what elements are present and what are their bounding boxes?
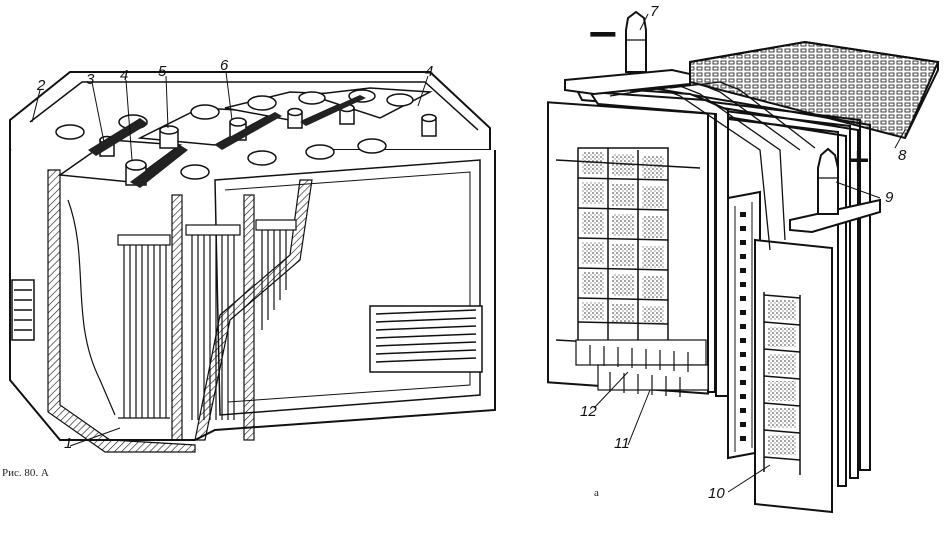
active-mass-negative <box>582 152 664 324</box>
plate-group <box>547 10 940 514</box>
cell-partition-1 <box>171 194 183 441</box>
callout-4-right: 4 <box>425 63 434 80</box>
plate-stack-1 <box>117 234 171 419</box>
leader-lines-right <box>593 13 906 493</box>
callout-7: 7 <box>650 3 659 20</box>
callout-1: 1 <box>64 435 73 452</box>
terminal-posts <box>99 103 437 186</box>
callout-6: 6 <box>220 57 229 74</box>
leader-lines-left <box>31 71 429 447</box>
battery-cutaway <box>9 71 496 453</box>
callout-11: 11 <box>614 435 630 452</box>
separator-edges <box>609 81 816 251</box>
plate-stack-2 <box>185 224 241 420</box>
active-mass-positive <box>768 300 796 455</box>
callout-3: 3 <box>86 71 95 88</box>
callout-5: 5 <box>158 63 167 80</box>
case-wall-section <box>47 169 196 453</box>
part-a-label: а <box>594 487 599 499</box>
cell-partition-2 <box>243 194 255 441</box>
side-grille <box>11 279 35 341</box>
plate-lugs <box>575 339 709 397</box>
plate-stack-3 <box>255 219 297 330</box>
negative-sign: − <box>586 11 620 57</box>
callout-8: 8 <box>898 147 907 164</box>
positive-bridge <box>789 198 881 234</box>
vent-grille <box>369 305 483 373</box>
positive-terminal <box>817 147 839 215</box>
filler-caps <box>55 89 414 180</box>
figure-caption-fragment: Рис. 80. А <box>2 467 49 479</box>
callout-12: 12 <box>580 403 597 420</box>
callout-9: 9 <box>885 189 894 206</box>
callout-10: 10 <box>708 485 725 502</box>
positive-sign: + <box>846 143 872 178</box>
callout-4-left: 4 <box>120 67 129 84</box>
negative-bridge <box>564 68 691 96</box>
negative-terminal <box>625 10 647 73</box>
positive-plate-grid <box>763 292 801 475</box>
callout-2: 2 <box>37 77 46 94</box>
